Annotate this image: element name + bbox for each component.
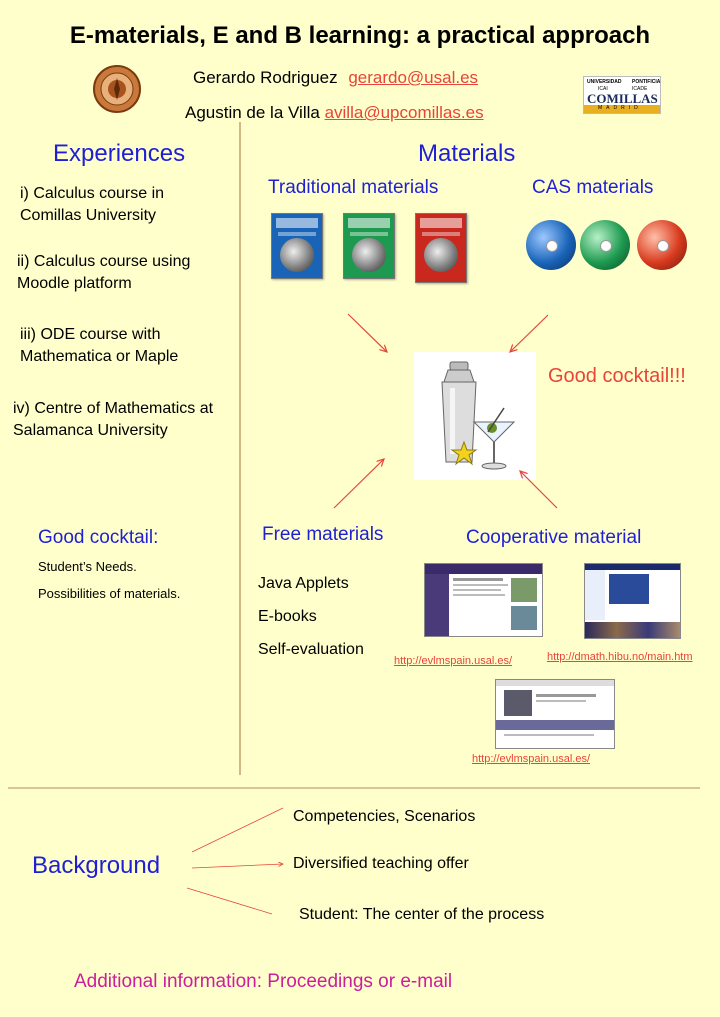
logo-top-right: PONTIFICIA: [632, 79, 661, 85]
cd-blue-icon: [526, 220, 576, 270]
background-point-2: Diversified teaching offer: [293, 855, 469, 872]
cd-red-icon: [637, 220, 687, 270]
cooperative-link-dmath[interactable]: http://dmath.hibu.no/main.htm: [547, 651, 693, 663]
arrow-cas: [510, 314, 549, 352]
background-point-1: Competencies, Scenarios: [293, 808, 476, 825]
experience-item-2: ii) Calculus course using Moodle platfor…: [17, 253, 191, 292]
evlm-site-screenshot-2: [495, 679, 615, 749]
arrow-cooperative: [520, 471, 558, 509]
free-materials-heading: Free materials: [262, 524, 384, 545]
author-2-email-link[interactable]: avilla@upcomillas.es: [324, 103, 484, 122]
cooperative-link-evlm[interactable]: http://evlmspain.usal.es/: [394, 655, 513, 667]
logo-top-left: UNIVERSIDAD: [587, 79, 622, 85]
logo-mid-left: ICAI: [598, 86, 608, 92]
background-point-3: Student: The center of the process: [299, 906, 545, 923]
materials-heading: Materials: [418, 140, 516, 167]
cooperative-material-heading: Cooperative material: [466, 527, 642, 548]
cooperative-link-evlm-2[interactable]: http://evlmspain.usal.es/: [472, 753, 591, 765]
traditional-materials-heading: Traditional materials: [268, 177, 439, 198]
logo-bottom: MADRID: [598, 105, 642, 111]
author-1-email-link[interactable]: gerardo@usal.es: [348, 68, 479, 87]
background-line-1: [191, 807, 284, 853]
good-cocktail-item-needs: Student’s Needs.: [38, 559, 137, 574]
author-2-name: Agustin de la Villa: [185, 103, 320, 122]
author-2: Agustin de la Villa avilla@upcomillas.es: [185, 103, 484, 123]
experience-item-4: iv) Centre of Mathematics at Salamanca U…: [13, 400, 214, 439]
logo-mid-right: ICADE: [632, 86, 648, 92]
book-cover-blue: [271, 213, 323, 279]
good-cocktail-item-materials: Possibilities of materials.: [38, 586, 181, 601]
book-cover-green: [343, 213, 395, 279]
cas-materials-heading: CAS materials: [532, 177, 654, 198]
arrow-traditional: [347, 313, 387, 352]
background-label: Background: [32, 852, 161, 879]
experience-item-3: iii) ODE course with Mathematica or Mapl…: [20, 326, 179, 365]
background-line-3: [186, 887, 273, 915]
author-1-name: Gerardo Rodriguez: [193, 68, 338, 87]
book-cover-red: [415, 213, 467, 283]
author-1: Gerardo Rodriguez gerardo@usal.es: [193, 68, 478, 88]
arrow-free: [333, 459, 384, 509]
good-cocktail-label: Good cocktail!!!: [548, 365, 686, 387]
free-item-e-books: E-books: [258, 608, 317, 625]
free-item-java-applets: Java Applets: [258, 575, 349, 592]
footer-additional-info: Additional information: Proceedings or e…: [74, 971, 453, 992]
university-seal-icon: [92, 64, 142, 114]
logo-name: COMILLAS: [587, 91, 658, 106]
dmath-site-screenshot: [584, 563, 681, 639]
free-item-self-evaluation: Self-evaluation: [258, 641, 364, 658]
cocktail-shaker-icon: [414, 352, 536, 480]
experience-item-1: i) Calculus course in Comillas Universit…: [20, 185, 165, 224]
page-title: E-materials, E and B learning: a practic…: [69, 22, 651, 49]
cd-green-icon: [580, 220, 630, 270]
good-cocktail-heading: Good cocktail:: [38, 527, 159, 548]
experiences-heading: Experiences: [53, 140, 186, 167]
background-line-2: [191, 864, 283, 869]
evlm-site-screenshot: [424, 563, 543, 637]
comillas-logo: UNIVERSIDAD PONTIFICIA ICAI ICADE COMILL…: [583, 76, 661, 114]
